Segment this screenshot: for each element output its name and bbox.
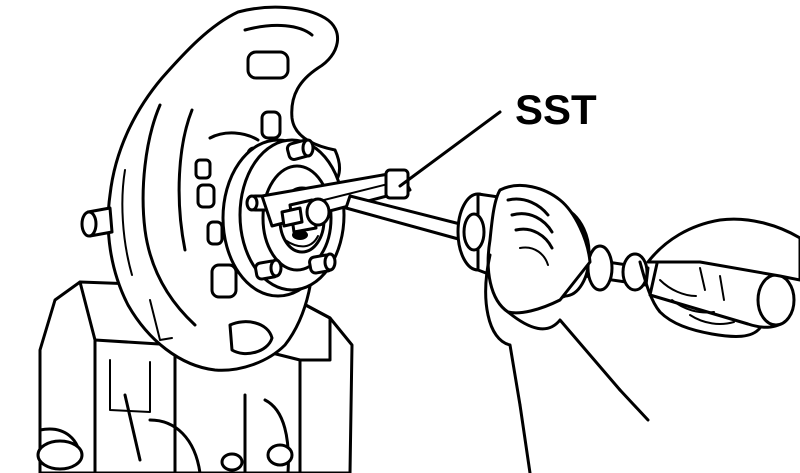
hub-bolt	[285, 138, 315, 161]
sst-label: SST	[515, 86, 597, 133]
hub-bolt	[254, 258, 283, 281]
left-hand	[484, 183, 650, 473]
hub-bolts	[245, 138, 337, 281]
special-service-tool	[260, 168, 412, 234]
callout-leader-line	[398, 110, 502, 188]
hub-bolt	[245, 194, 274, 212]
hub-bolt	[308, 252, 337, 275]
